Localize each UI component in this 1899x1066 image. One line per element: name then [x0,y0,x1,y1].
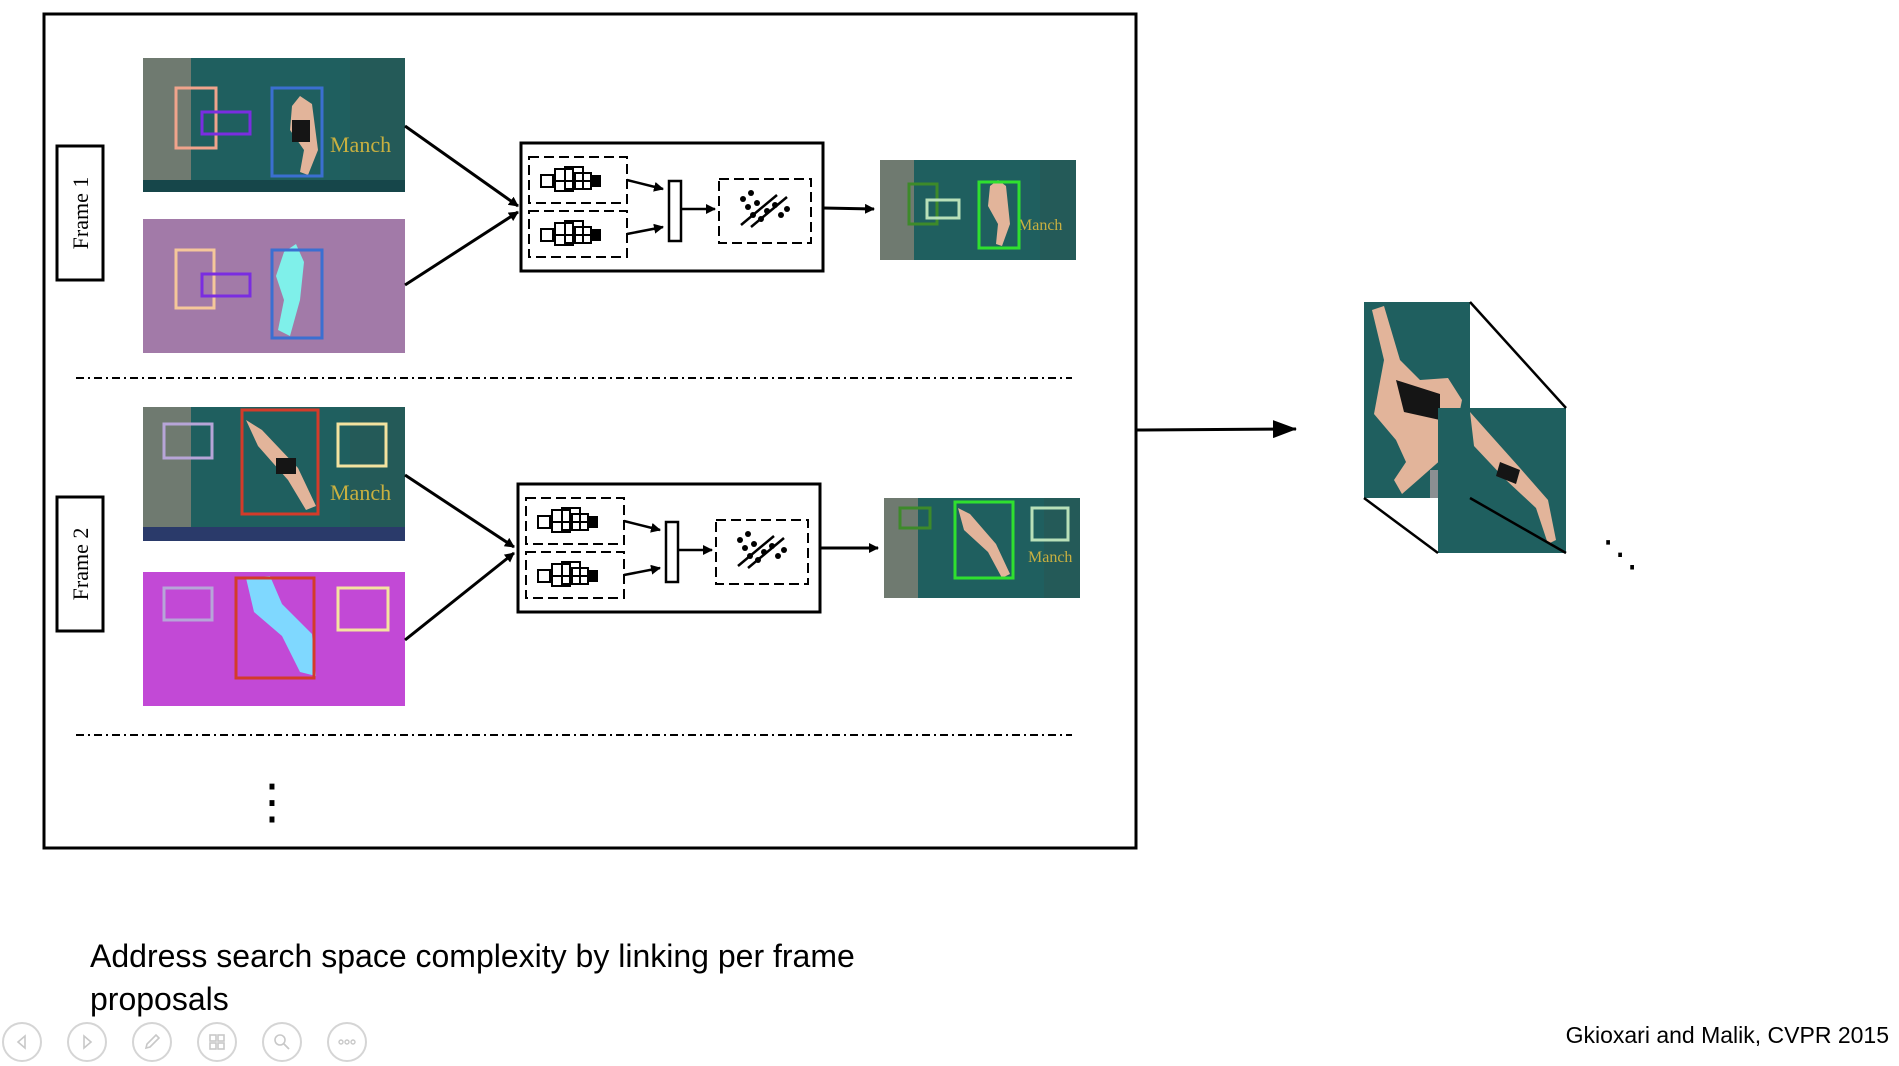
pen-icon [144,1033,161,1050]
frame-2-flow-arrow [404,551,515,642]
frame-1-rgb-arrow [404,124,519,208]
frame-2-label: Frame 2 [68,528,93,601]
ellipsis-icon [338,1039,356,1045]
frame-1-network-diagram [521,143,823,271]
grid-icon [209,1034,225,1050]
frame-2-label-box [55,495,105,633]
frame-1-label-box [55,144,105,282]
caption-line-1: Address search space complexity by linki… [90,938,855,974]
frame-1-output-arrow [822,203,875,214]
pen-button[interactable] [132,1022,172,1062]
frame-2-group: Frame 2 Manch [55,407,1080,706]
citation: Gkioxari and Malik, CVPR 2015 [1565,1022,1889,1048]
tube-continuation-ellipsis: ⋱ [1602,534,1638,575]
frame-1-rgb-image: Manch [143,58,405,192]
slides-overview-button[interactable] [197,1022,237,1062]
svg-text:Manch: Manch [330,132,391,157]
zoom-button[interactable] [262,1022,302,1062]
more-frames-ellipsis: ⋮ [248,774,296,830]
triangle-left-icon [16,1034,26,1050]
svg-text:Manch: Manch [1028,549,1072,566]
frame-2-output-image: Manch [884,498,1080,598]
magnifier-icon [274,1034,290,1050]
next-slide-button[interactable] [67,1022,107,1062]
frame-1-flow-image [143,219,405,353]
more-options-button[interactable] [327,1022,367,1062]
frame-1-label: Frame 1 [68,177,93,250]
frame-1-output-image: Manch [880,160,1076,260]
frame-2-rgb-image: Manch [143,407,405,541]
pipeline-outer-box [42,12,1138,850]
caption-line-2: proposals [90,981,229,1017]
action-tube [1363,301,1567,555]
frame-2-network-diagram [518,484,820,612]
frame-2-flow-image [143,572,405,706]
frame-2-rgb-arrow [404,473,515,549]
slide-caption: Address search space complexity by linki… [90,935,990,1021]
previous-slide-button[interactable] [2,1022,42,1062]
triangle-right-icon [83,1034,93,1050]
link-to-tube-arrow [1135,420,1297,439]
frame-1-flow-arrow [404,210,519,287]
svg-text:Manch: Manch [1018,217,1062,234]
svg-text:Manch: Manch [330,480,391,505]
frame-1-group: Frame 1 Manch [55,58,1076,353]
